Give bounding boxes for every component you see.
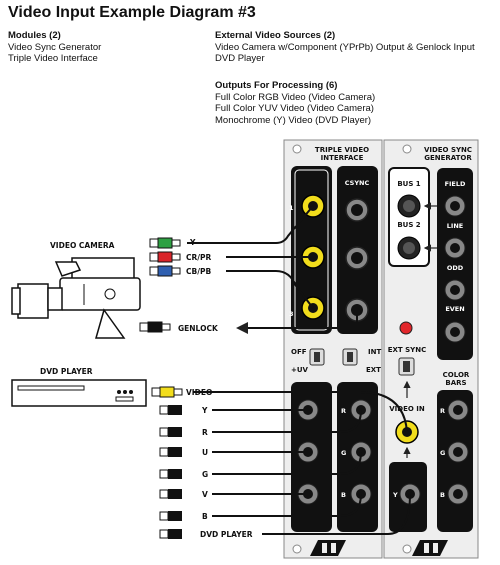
tvi-rgb-g-label: G xyxy=(341,449,346,457)
r-out-jack[interactable] xyxy=(350,399,372,421)
output-item: Full Color YUV Video (Video Camera) xyxy=(215,103,374,114)
out-r-label: R xyxy=(202,428,208,437)
panel-screw-icon xyxy=(402,544,412,554)
bars-g-jack[interactable] xyxy=(447,441,469,463)
cable-cb-label: CB/PB xyxy=(186,267,211,276)
bus2-jack[interactable] xyxy=(397,236,421,260)
csync-jack[interactable] xyxy=(345,198,369,222)
out-b-label: B xyxy=(202,512,208,521)
odd-label: ODD xyxy=(447,264,464,272)
vsg-out-block xyxy=(437,168,473,360)
out-u-label: U xyxy=(202,448,208,457)
field-jack[interactable] xyxy=(444,195,466,217)
video-in-label: VIDEO IN xyxy=(389,405,425,413)
cable-cb: CB/PB xyxy=(149,265,314,309)
switch-ext-label: EXT xyxy=(366,366,381,374)
module-item: Video Sync Generator xyxy=(8,41,102,53)
out-cable-dvd: DVD PLAYER xyxy=(159,493,411,539)
source-item: Video Camera w/Component (YPrPb) Output … xyxy=(215,41,475,53)
modules-block: Modules (2) Video Sync Generator Triple … xyxy=(8,30,101,65)
cable-genlock-label: GENLOCK xyxy=(178,324,219,333)
panel-screw-icon xyxy=(292,544,302,554)
sync-toggle-switch[interactable] xyxy=(342,348,358,366)
sources-heading: External Video Sources (2) xyxy=(215,30,336,41)
vsg-title-2: GENERATOR xyxy=(424,154,472,162)
tvi-jack-2[interactable] xyxy=(345,246,369,270)
source-item: DVD Player xyxy=(215,53,265,64)
line-label: LINE xyxy=(447,222,463,230)
output-item: Monochrome (Y) Video (DVD Player) xyxy=(215,114,372,126)
bus1-jack[interactable] xyxy=(397,194,421,218)
switch-int-label: INT xyxy=(368,348,381,356)
input-number-1: 1 xyxy=(289,204,294,212)
field-label: FIELD xyxy=(445,180,466,188)
bus2-label: BUS 2 xyxy=(397,221,420,229)
even-label: EVEN xyxy=(445,305,464,313)
bus1-label: BUS 1 xyxy=(397,180,420,188)
tvi-title-2: INTERFACE xyxy=(321,154,364,162)
ext-sync-label: EXT SYNC xyxy=(388,346,427,354)
switch-off-label: OFF xyxy=(291,348,307,356)
panel-screw-icon xyxy=(402,144,412,154)
vsg-title-1: VIDEO SYNC xyxy=(424,146,472,154)
vsg-y-label: Y xyxy=(392,491,398,499)
bars-b-jack[interactable] xyxy=(447,483,469,505)
line-jack[interactable] xyxy=(444,237,466,259)
bars-r-label: R xyxy=(440,407,445,415)
ext-sync-led-icon xyxy=(399,321,413,335)
video-camera-icon xyxy=(11,257,141,339)
output-item: Full Color RGB Video (Video Camera) xyxy=(215,91,376,103)
dvd-player-icon xyxy=(11,379,147,407)
page-title: Video Input Example Diagram #3 xyxy=(8,4,256,21)
odd-jack[interactable] xyxy=(444,279,466,301)
module-item: Triple Video Interface xyxy=(8,53,98,64)
outputs-block: Outputs For Processing (6) Full Color RG… xyxy=(215,80,375,126)
ext-sync-switch[interactable] xyxy=(398,357,415,376)
out-v-label: V xyxy=(202,490,208,499)
cable-cr-label: CR/PR xyxy=(186,253,212,262)
dvd-label: DVD PLAYER xyxy=(40,367,93,376)
tvi-rgb-b-label: B xyxy=(341,491,346,499)
color-bars-label-1: COLOR xyxy=(443,371,470,379)
even-jack[interactable] xyxy=(444,321,466,343)
csync-label: CSYNC xyxy=(345,179,370,187)
out-cable-r: R xyxy=(159,409,362,437)
sources-block: External Video Sources (2) Video Camera … xyxy=(215,30,475,65)
tvi-rgb-r-label: R xyxy=(341,407,346,415)
cable-dvd-video: VIDEO xyxy=(151,386,408,433)
switch-uv-label: +UV xyxy=(291,366,309,374)
out-g-label: G xyxy=(202,470,208,479)
bars-b-label: B xyxy=(440,491,445,499)
cable-y-label: Y xyxy=(189,238,196,247)
out-dvd-label: DVD PLAYER xyxy=(200,530,253,539)
triple-video-interface-module: TRIPLE VIDEO INTERFACE 1 3 CSYNC OFF INT… xyxy=(283,139,383,559)
input-number-3: 3 xyxy=(289,310,294,318)
lzx-logo-icon xyxy=(310,540,346,556)
bars-r-jack[interactable] xyxy=(447,399,469,421)
modules-heading: Modules (2) xyxy=(8,30,61,41)
cable-y: Y xyxy=(149,205,314,249)
out-y-label: Y xyxy=(201,406,208,415)
uv-toggle-switch[interactable] xyxy=(309,348,325,366)
camera-label: VIDEO CAMERA xyxy=(50,241,115,250)
video-sync-generator-module: VIDEO SYNC GENERATOR BUS 1 BUS 2 FIELD L… xyxy=(383,139,479,559)
cable-dvd-video-label: VIDEO xyxy=(186,388,212,397)
lzx-logo-icon xyxy=(412,540,448,556)
panel-screw-icon xyxy=(292,144,302,154)
out-cable-y: Y xyxy=(159,405,308,415)
tvi-title-1: TRIPLE VIDEO xyxy=(315,146,369,154)
outputs-heading: Outputs For Processing (6) xyxy=(215,80,338,91)
bars-g-label: G xyxy=(440,449,445,457)
out-cable-g: G xyxy=(159,451,362,479)
cable-cr: CR/PR xyxy=(149,251,313,263)
cable-genlock: GENLOCK xyxy=(139,310,358,334)
out-cable-b: B xyxy=(159,493,362,521)
out-cable-u: U xyxy=(159,447,308,457)
out-cable-v: V xyxy=(159,489,308,499)
color-bars-label-2: BARS xyxy=(445,379,466,387)
